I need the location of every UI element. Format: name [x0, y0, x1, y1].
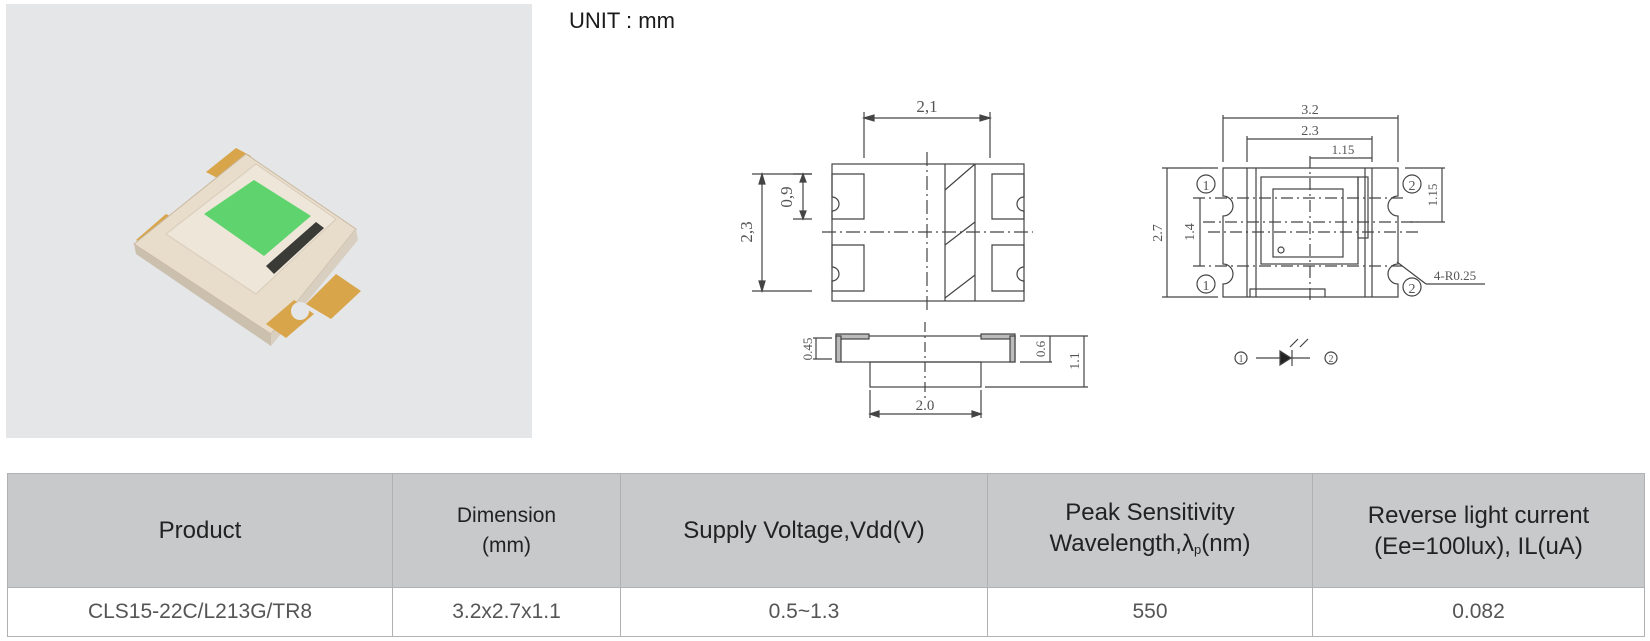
header-dimension: Dimension (mm) [392, 473, 621, 588]
symbol-pin-1: 1 [1239, 354, 1244, 365]
header-reverse-light-current: Reverse light current (Ee=100lux), IL(uA… [1312, 473, 1645, 588]
package-base-side [134, 244, 271, 346]
cell-product: CLS15-22C/L213G/TR8 [7, 587, 393, 637]
dim-total-height: 1.1 [1068, 352, 1083, 370]
pad-notch [291, 302, 309, 320]
dim-pad-height: 0,9 [777, 186, 796, 207]
top-view-drawing: 1 1 2 2 3.2 2.3 1.15 2.7 1.4 1.15 4-R0.2… [1151, 103, 1485, 303]
pin-1-label: 1 [1203, 279, 1210, 294]
dim-top-width: 3.2 [1301, 103, 1319, 118]
photodiode-symbol: 1 2 [1234, 338, 1338, 367]
table-row: CLS15-22C/L213G/TR8 3.2x2.7x1.1 0.5~1.3 … [7, 587, 1645, 637]
unit-label: UNIT : mm [569, 8, 675, 33]
pad-back-right [206, 148, 251, 180]
dim-front-width: 2,1 [916, 97, 937, 116]
cell-reverse-light-current: 0.082 [1312, 587, 1645, 637]
pad-front-right [306, 274, 361, 319]
photodiode-icon [1279, 349, 1293, 367]
pin-1-label: 1 [1203, 179, 1210, 194]
spec-table: Product Dimension (mm) Supply Voltage,Vd… [7, 473, 1645, 637]
header-peak-wavelength: Peak Sensitivity Wavelength,λp(nm) [987, 473, 1313, 588]
dim-top-height: 2.7 [1151, 224, 1166, 242]
dim-inner-width: 2.3 [1301, 124, 1319, 139]
table-header-row: Product Dimension (mm) Supply Voltage,Vd… [7, 473, 1645, 588]
dim-base-width: 2.0 [916, 398, 935, 414]
dim-half-width: 1.15 [1332, 142, 1355, 157]
dimension-drawings: 2,1 2,3 0,9 2.0 0.45 [737, 97, 1485, 418]
header-product: Product [7, 473, 393, 588]
cell-dimension: 3.2x2.7x1.1 [392, 587, 621, 637]
symbol-pin-2: 2 [1329, 354, 1334, 365]
sensor-package-image [133, 148, 361, 346]
dim-body-height: 0.6 [1033, 340, 1048, 357]
dim-offset: 1.15 [1425, 184, 1440, 207]
dim-front-height: 2,3 [737, 221, 756, 242]
header-supply-voltage: Supply Voltage,Vdd(V) [620, 473, 988, 588]
front-view-drawing: 2,1 2,3 0,9 [737, 97, 1033, 312]
dim-pad-thickness: 0.45 [800, 338, 815, 361]
sensor-window [204, 180, 311, 256]
pad-notch [342, 257, 360, 275]
radius-note: 4-R0.25 [1434, 268, 1476, 283]
dim-pin-pitch: 1.4 [1183, 223, 1198, 241]
pin-2-label: 2 [1409, 179, 1416, 194]
cell-peak-wavelength: 550 [987, 587, 1313, 637]
product-photo [6, 4, 532, 438]
pin-2-label: 2 [1409, 282, 1416, 297]
cell-supply-voltage: 0.5~1.3 [620, 587, 988, 637]
side-view-drawing: 2.0 0.45 0.6 1.1 [800, 322, 1088, 418]
die-edge [266, 222, 324, 274]
